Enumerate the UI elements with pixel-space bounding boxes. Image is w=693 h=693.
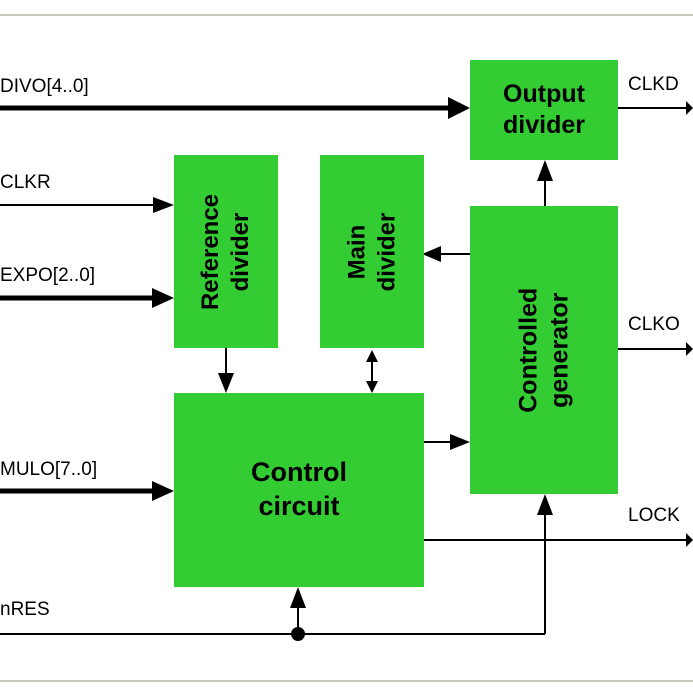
- main-ctrl-arrow-up: [366, 350, 378, 362]
- clkr-label: CLKR: [0, 172, 51, 193]
- divo-label: DIVO[4..0]: [0, 76, 89, 97]
- clkd-arrow: [686, 101, 693, 115]
- output-divider-block: Output divider: [470, 60, 618, 160]
- reference-divider-label: Reference divider: [197, 193, 254, 310]
- nres-to-gen-arrow: [537, 494, 553, 515]
- output-divider-label: Output divider: [503, 79, 585, 139]
- mulo-arrow: [152, 481, 174, 501]
- control-circuit-block: Control circuit: [174, 393, 424, 587]
- main-divider-label: Main divider: [342, 212, 400, 291]
- lock-arrow: [686, 533, 693, 547]
- clko-arrow: [686, 342, 693, 356]
- nres-label: nRES: [0, 599, 50, 620]
- controlled-generator-block: Controlled generator: [470, 206, 618, 494]
- reference-divider-block: Reference divider: [174, 155, 278, 348]
- divo-arrow: [448, 97, 470, 119]
- top-border: [0, 14, 693, 16]
- gen-to-main-arrow: [422, 246, 441, 262]
- clko-label: CLKO: [628, 314, 680, 335]
- bottom-border: [0, 680, 693, 682]
- expo-arrow: [152, 288, 174, 308]
- gen-to-out-arrow: [537, 160, 553, 181]
- mulo-label: MULO[7..0]: [0, 459, 98, 480]
- lock-label: LOCK: [628, 505, 680, 526]
- main-divider-block: Main divider: [320, 155, 424, 348]
- clkd-label: CLKD: [628, 74, 679, 95]
- controlled-generator-label: Controlled generator: [513, 287, 573, 413]
- expo-label: EXPO[2..0]: [0, 265, 96, 286]
- main-ctrl-arrow-down: [366, 381, 378, 393]
- nres-junction-dot: [291, 627, 305, 641]
- clkr-arrow: [153, 197, 174, 213]
- nres-to-ctrl-arrow: [290, 587, 306, 608]
- ctrl-to-gen-arrow: [450, 434, 470, 450]
- control-circuit-label: Control circuit: [251, 457, 347, 521]
- ref-to-ctrl-arrow: [218, 373, 234, 393]
